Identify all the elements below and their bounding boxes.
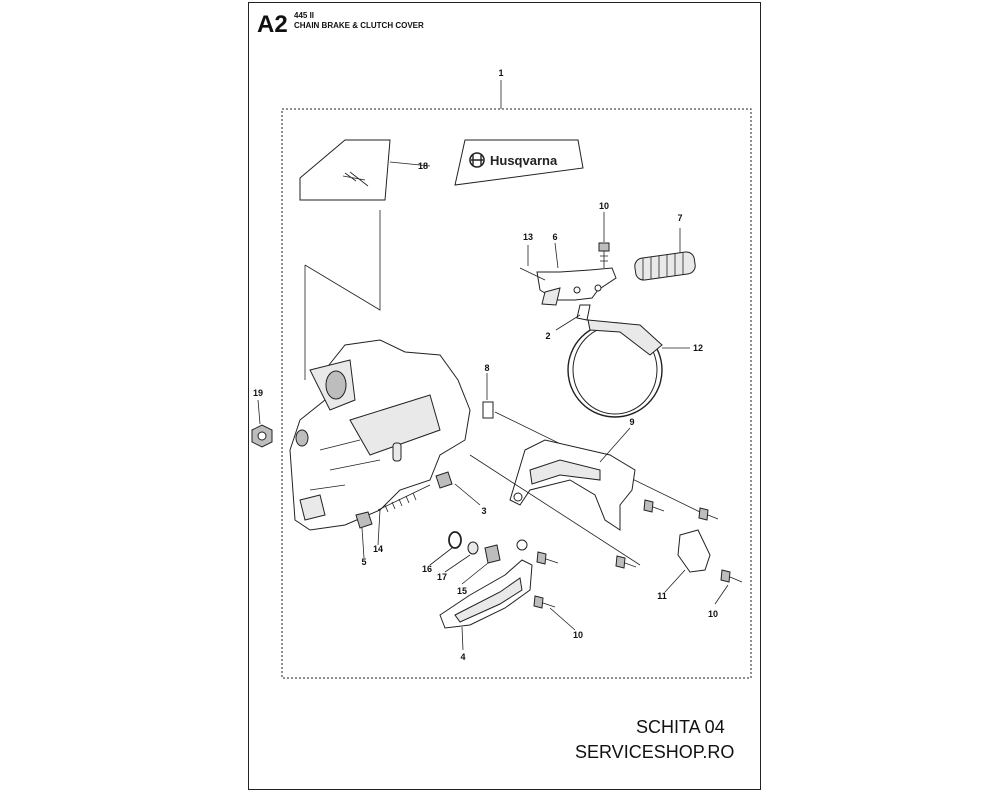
callout-14: 14 [373,544,383,554]
callout-9: 9 [629,417,634,427]
section-code: A2 [257,11,288,38]
screw-right-a [643,499,665,513]
callout-3: 3 [481,506,486,516]
callout-2: 2 [545,331,550,341]
leader-19 [257,399,261,425]
callout-10-lower: 10 [573,630,583,640]
leader-2 [555,314,581,331]
ring-16 [448,531,462,549]
clutch-cover-body [289,339,471,531]
page-title: CHAIN BRAKE & CLUTCH COVER [294,21,424,30]
screw-right-c [615,555,637,569]
leader-15 [461,562,489,585]
part-11 [677,529,711,573]
callout-10: 10 [599,201,609,211]
callout-4: 4 [460,652,465,662]
callout-labels: 1 18 10 7 13 6 2 12 8 19 9 3 14 5 16 17 … [253,68,718,662]
leader-10d [714,584,729,605]
callout-1: 1 [498,68,503,78]
callout-5: 5 [361,557,366,567]
callout-6: 6 [552,232,557,242]
callout-13: 13 [523,232,533,242]
decal-sticker [299,139,391,380]
leader-6 [554,242,559,269]
callout-10-right: 10 [708,609,718,619]
leader-3 [454,483,481,506]
callout-16: 16 [422,564,432,574]
husqvarna-decal: Husqvarna [454,139,584,186]
washer-17 [467,541,479,555]
hand-guard-4 [439,539,533,629]
callout-11: 11 [657,591,667,601]
brake-spring [634,251,696,281]
pin-8 [482,401,494,419]
part-15 [484,544,501,564]
leader-9 [599,427,631,463]
nut-19 [251,424,273,448]
brake-band [567,319,663,418]
sheet-number: SCHITA 04 [636,717,725,737]
leader-11 [664,569,686,593]
model-name: 445 II [294,11,315,20]
brake-lever-mechanism [519,267,617,321]
callout-18: 18 [418,161,428,171]
site-name: SERVICESHOP.RO [575,742,735,762]
screw-right-b [698,507,719,521]
leader-5 [361,527,365,559]
screw-lower [533,595,556,609]
screw-right-d [720,569,743,583]
stud-14 [377,484,431,513]
leader-18 [389,161,431,167]
part-3 [435,471,453,489]
leader-16 [429,547,453,566]
callout-15: 15 [457,586,467,596]
callout-7: 7 [677,213,682,223]
leader-10c [549,607,576,631]
leader-17 [444,554,471,573]
callout-8: 8 [484,363,489,373]
screw-top [598,242,610,268]
leader-4 [461,626,464,651]
screw-mid [536,551,559,565]
leader-14 [377,509,381,546]
nut-5 [355,511,373,529]
callout-19: 19 [253,388,263,398]
husqvarna-logo: Husqvarna [490,153,558,168]
chain-guide-9 [509,439,636,531]
callout-12: 12 [693,343,703,353]
assembly-boundary [281,108,752,679]
callout-17: 17 [437,572,447,582]
